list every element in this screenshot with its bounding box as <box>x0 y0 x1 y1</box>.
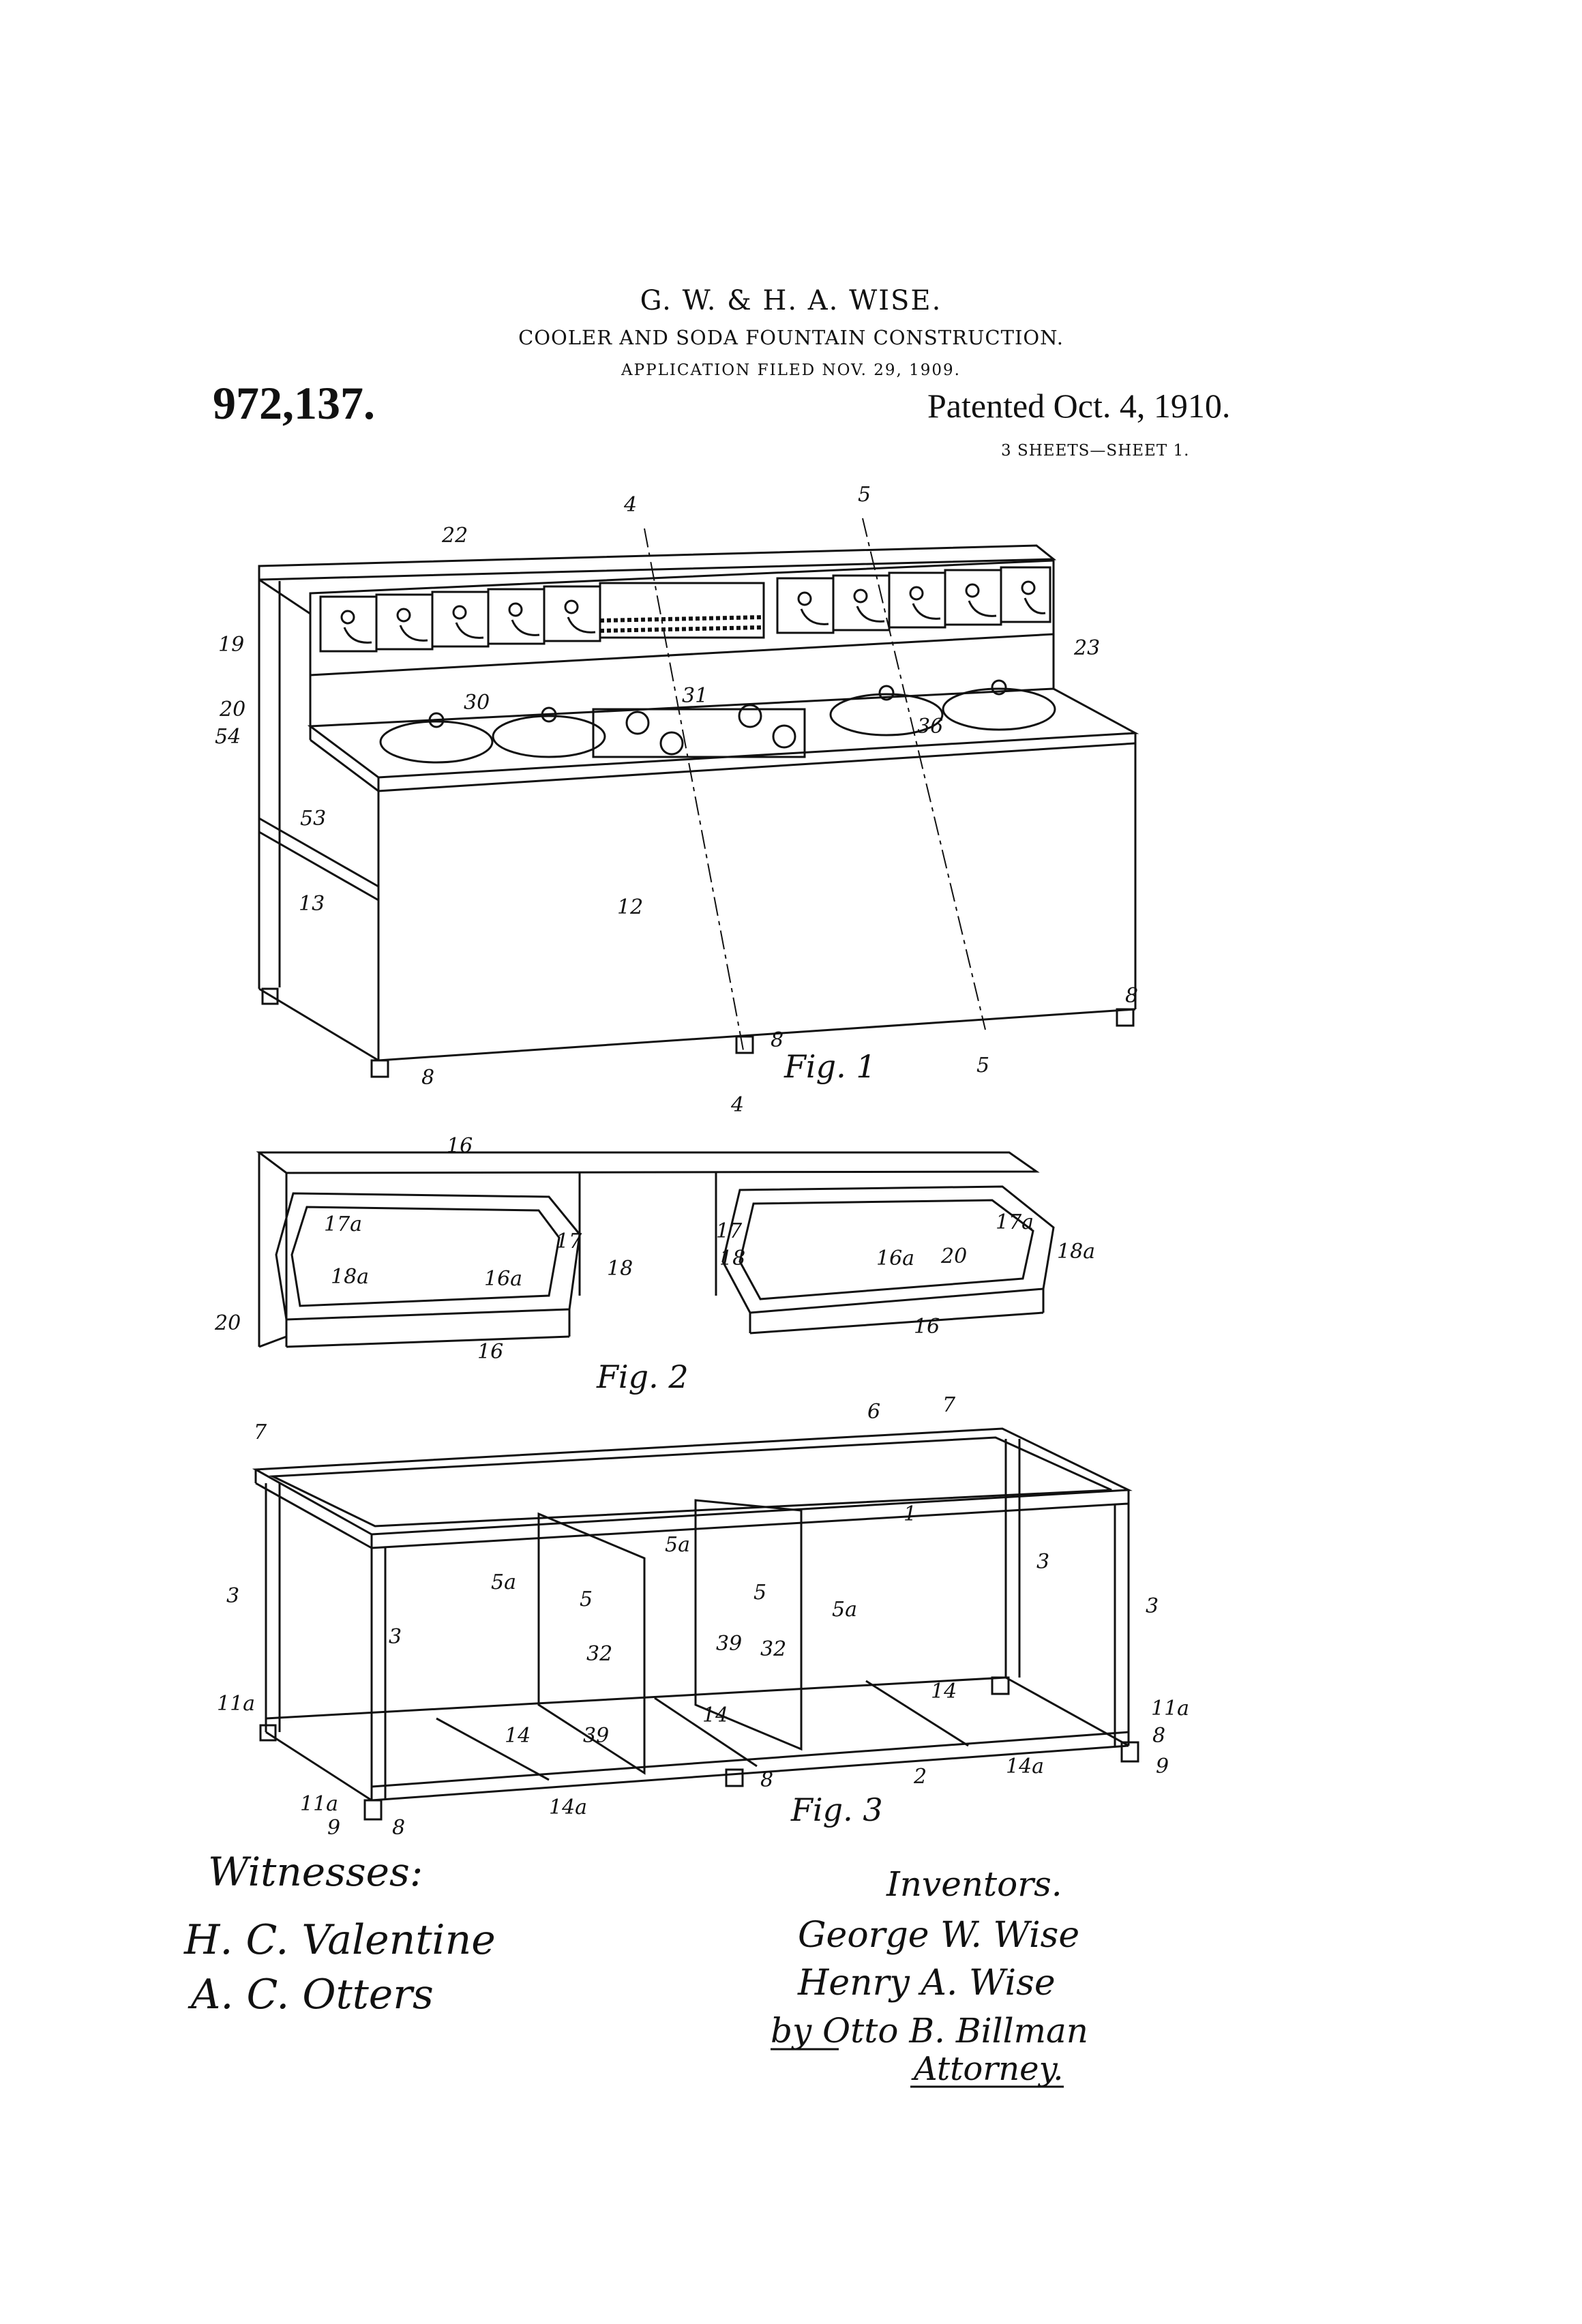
ref-numeral: 23 <box>1073 636 1100 660</box>
ref-numeral: 9 <box>1156 1755 1169 1778</box>
ref-numeral: 14 <box>505 1724 531 1748</box>
ref-numeral: 7 <box>942 1393 956 1417</box>
ref-numeral: 5a <box>491 1570 516 1594</box>
ref-numeral: 20 <box>214 1311 241 1335</box>
ref-numeral: 14a <box>1006 1755 1044 1778</box>
ref-numeral: 16 <box>914 1315 940 1339</box>
ref-numeral: 8 <box>1125 984 1138 1008</box>
ref-numeral: 17a <box>996 1210 1034 1234</box>
ref-numeral: 18 <box>719 1247 745 1270</box>
ref-numeral: 4 <box>623 493 637 517</box>
ref-numeral: 11a <box>217 1692 255 1716</box>
ref-numeral: 54 <box>215 725 241 749</box>
figure-2-label: Fig. 2 <box>596 1358 689 1395</box>
ref-numeral: 3 <box>226 1584 239 1608</box>
ref-numeral: 18a <box>331 1265 369 1289</box>
ref-numeral: 5 <box>753 1581 766 1605</box>
ref-numeral: 1 <box>904 1502 916 1526</box>
ref-numeral: 8 <box>392 1816 405 1840</box>
witness-1-signature: H. C. Valentine <box>183 1916 496 1964</box>
ref-numeral: 8 <box>760 1768 773 1792</box>
figure-3-numerals: 7 6 7 1 5a 5a 5 5 5a 3 3 3 3 32 39 32 39… <box>217 1393 1189 1840</box>
ref-numeral: 6 <box>867 1400 880 1424</box>
figure-3-label: Fig. 3 <box>790 1791 883 1828</box>
ref-numeral: 14a <box>549 1796 587 1819</box>
inventor-2-signature: Henry A. Wise <box>797 1963 1056 2003</box>
ref-numeral: 14 <box>702 1703 728 1727</box>
ref-numeral: 36 <box>917 715 943 739</box>
figure-3-drawing <box>252 1427 1139 1821</box>
ref-numeral: 31 <box>682 684 708 708</box>
ref-numeral: 30 <box>464 691 490 715</box>
inventors-label: Inventors. <box>886 1864 1062 1904</box>
ref-numeral: 17a <box>324 1212 362 1236</box>
ref-numeral: 18 <box>607 1257 633 1281</box>
patent-title: COOLER AND SODA FOUNTAIN CONSTRUCTION. <box>518 326 1064 349</box>
ref-numeral: 16a <box>876 1247 914 1270</box>
ref-numeral: 9 <box>327 1816 340 1840</box>
ref-numeral: 5 <box>858 483 871 507</box>
ref-numeral: 53 <box>300 807 326 831</box>
ref-numeral: 3 <box>389 1625 402 1649</box>
ref-numeral: 8 <box>421 1066 434 1090</box>
ref-numeral: 20 <box>940 1245 967 1268</box>
patented-date: Patented Oct. 4, 1910. <box>927 387 1231 425</box>
ref-numeral: 14 <box>931 1680 957 1703</box>
ref-numeral: 20 <box>219 698 245 721</box>
ref-numeral: 8 <box>771 1028 783 1052</box>
ref-numeral: 5a <box>832 1598 857 1622</box>
patentee-names: G. W. & H. A. WISE. <box>640 285 942 316</box>
inventor-1-signature: George W. Wise <box>798 1915 1079 1956</box>
ref-numeral: 3 <box>1146 1594 1159 1618</box>
ref-numeral: 39 <box>716 1632 742 1656</box>
ref-numeral: 11a <box>1151 1697 1189 1720</box>
ref-numeral: 17 <box>556 1230 582 1253</box>
ref-numeral: 4 <box>730 1093 744 1117</box>
ref-numeral: 16a <box>484 1267 522 1291</box>
ref-numeral: 32 <box>586 1642 612 1666</box>
figure-2-drawing <box>256 1151 1055 1348</box>
ref-numeral: 3 <box>1036 1550 1049 1574</box>
ref-numeral: 32 <box>760 1637 786 1661</box>
attorney-signature: by Otto B. Billman <box>771 2011 1088 2051</box>
ref-numeral: 7 <box>254 1420 267 1444</box>
sheet-count: 3 SHEETS—SHEET 1. <box>1001 442 1190 460</box>
signature-block: Witnesses: H. C. Valentine A. C. Otters … <box>183 1849 1088 2088</box>
ref-numeral: 5 <box>976 1054 989 1077</box>
ref-numeral: 5a <box>665 1533 690 1557</box>
witnesses-label: Witnesses: <box>208 1849 423 1895</box>
ref-numeral: 16 <box>477 1340 503 1364</box>
patent-number: 972,137. <box>213 377 375 429</box>
ref-numeral: 16 <box>447 1134 473 1158</box>
ref-numeral: 5 <box>580 1588 593 1611</box>
witness-2-signature: A. C. Otters <box>188 1971 434 2018</box>
figure-2-numerals: 16 17a 18a 16a 17 18 17 18 16a 20 17a 18… <box>214 1134 1095 1364</box>
application-filed-date: APPLICATION FILED NOV. 29, 1909. <box>621 361 961 379</box>
figure-1-drawing <box>258 518 1139 1078</box>
figure-1-numerals: 4 5 22 19 23 20 54 30 31 36 53 13 12 8 8… <box>215 483 1138 1117</box>
ref-numeral: 18a <box>1057 1240 1095 1264</box>
ref-numeral: 2 <box>913 1765 927 1789</box>
ref-numeral: 39 <box>583 1724 609 1748</box>
ref-numeral: 19 <box>218 633 244 657</box>
ref-numeral: 12 <box>617 895 643 919</box>
attorney-label: Attorney. <box>911 2050 1064 2088</box>
ref-numeral: 8 <box>1152 1724 1165 1748</box>
ref-numeral: 11a <box>300 1792 338 1816</box>
ref-numeral: 17 <box>716 1219 743 1243</box>
figure-1-label: Fig. 1 <box>783 1048 876 1085</box>
ref-numeral: 22 <box>441 524 468 548</box>
ref-numeral: 13 <box>299 892 325 916</box>
